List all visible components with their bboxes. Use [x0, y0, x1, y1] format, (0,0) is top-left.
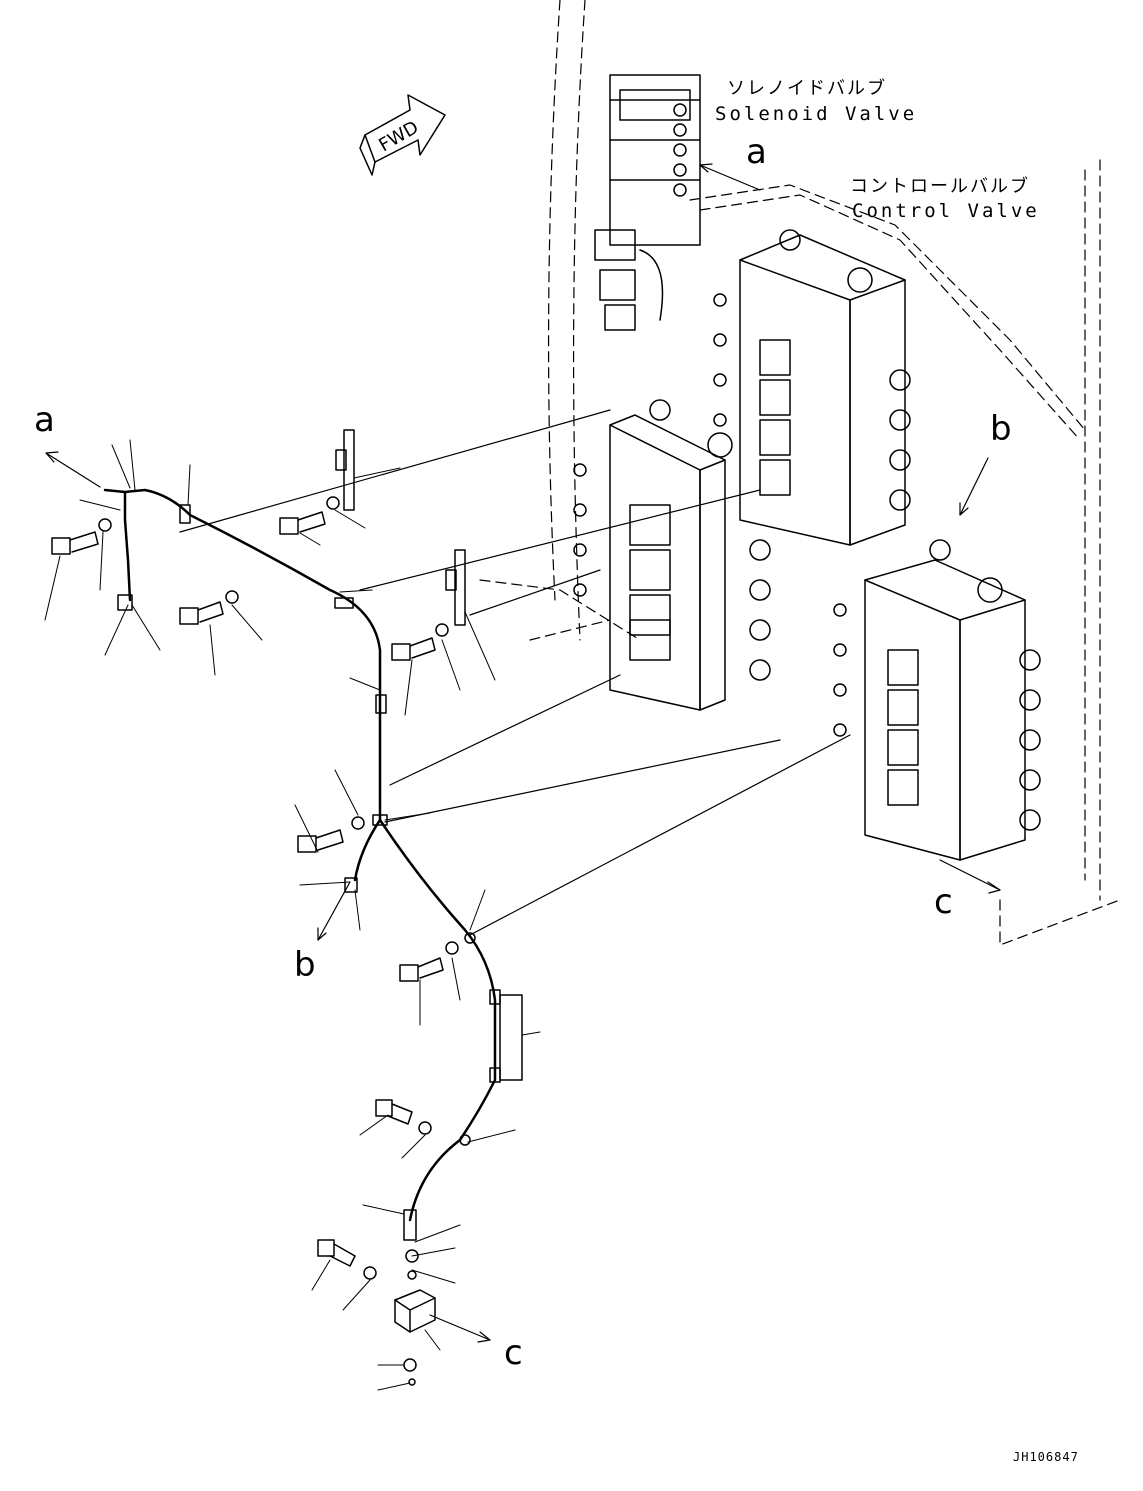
reference-arrows — [45, 163, 1001, 1343]
harness-clamps — [117, 504, 501, 1146]
brackets — [335, 429, 466, 626]
ref-label-b-right: b — [990, 409, 1012, 449]
fittings-block — [394, 1209, 436, 1386]
fwd-arrow-icon — [359, 94, 446, 176]
ref-label-a-top: a — [746, 132, 767, 172]
frame-outline — [479, 0, 1121, 946]
ref-label-b-left: b — [294, 945, 316, 985]
control-valve-block-left — [573, 399, 733, 711]
solenoid-valve-label-en: Solenoid Valve — [715, 103, 918, 125]
wiring-harness — [103, 488, 497, 1222]
ref-label-c-right: c — [934, 882, 953, 922]
control-valve-label-jp: コントロールバルブ — [850, 176, 1030, 197]
protector-sleeve — [499, 994, 523, 1081]
drawing-code: JH106847 — [1013, 1450, 1079, 1464]
ref-label-c-bottom: c — [504, 1333, 523, 1373]
solenoid-valve-label-jp: ソレノイドバルブ — [727, 78, 887, 99]
ref-label-a-left: a — [34, 400, 55, 440]
bolts-and-washers — [51, 496, 459, 1280]
leader-lines — [44, 439, 541, 1391]
solenoid-valve — [594, 74, 701, 331]
control-valve-label-en: Control Valve — [852, 200, 1040, 222]
control-valve-block-right — [749, 539, 1041, 861]
control-valve-block-middle — [713, 229, 911, 546]
